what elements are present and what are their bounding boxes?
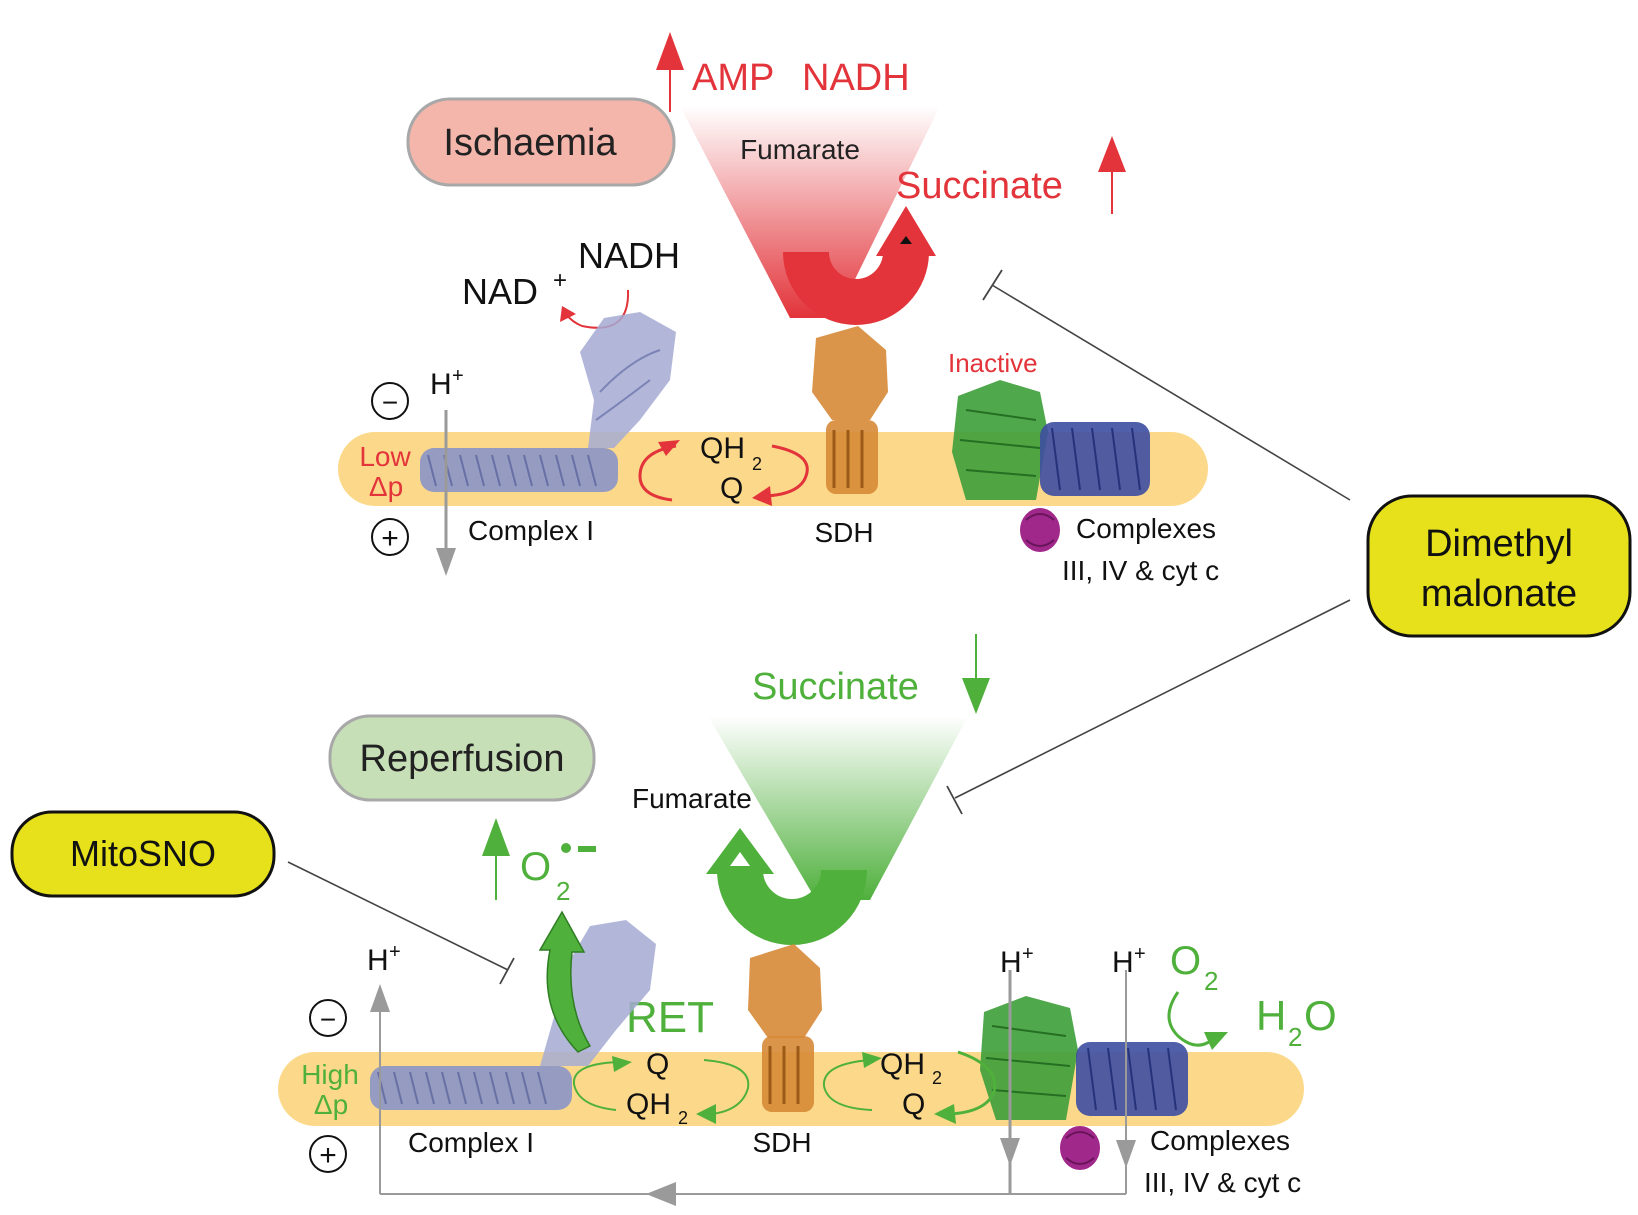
q-label-bottom-left: Q (646, 1048, 669, 1081)
proton-flow-arrowhead-top (436, 548, 456, 576)
oxygen-sub: 2 (1204, 966, 1218, 996)
qh2-label-bottom-left: QH (626, 1088, 671, 1121)
qh2-sub-top: 2 (752, 454, 762, 474)
svg-text:+: + (319, 1139, 337, 1172)
positive-side-symbol-top: + (371, 518, 409, 556)
proton-label-bottom-left: H (367, 944, 389, 977)
reperfusion-badge: Reperfusion (328, 714, 596, 802)
fumarate-funnel-red (680, 106, 940, 318)
fumarate-u-arrow-green (706, 828, 867, 945)
complex-i-label-top: Complex I (468, 515, 594, 546)
superoxide-increase-arrow (482, 818, 510, 900)
qh2-label-bottom-right: QH (880, 1048, 925, 1081)
svg-text:+: + (381, 522, 399, 555)
proton-sup-bottom-left: + (389, 941, 401, 963)
fumarate-label-bottom: Fumarate (632, 783, 752, 814)
q-label-top: Q (720, 472, 743, 505)
proton-circuit-bottom (370, 970, 1136, 1206)
proton-sup-top: + (452, 365, 464, 387)
sdh-label-bottom: SDH (752, 1127, 811, 1158)
proton-label-top: H (430, 368, 452, 401)
sdh-label-top: SDH (814, 517, 873, 548)
complexes-sub-label-top: III, IV & cyt c (1062, 555, 1219, 586)
succinate-funnel-green (708, 716, 968, 900)
water-sub: 2 (1288, 1022, 1302, 1052)
svg-text:−: − (320, 1004, 336, 1035)
complex-i-label-bottom: Complex I (408, 1127, 534, 1158)
negative-side-symbol-bottom: − (309, 999, 347, 1037)
superoxide-o-label: O (520, 845, 551, 889)
nadh-label: NADH (578, 235, 680, 276)
svg-text:−: − (382, 387, 398, 418)
nadh-increase-label: NADH (802, 57, 910, 99)
superoxide-sub: 2 (556, 876, 570, 906)
proton-label-bottom-right: H (1112, 946, 1134, 979)
dimethyl-label: Dimethyl (1425, 523, 1573, 565)
dimethyl-malonate-badge: Dimethyl malonate (1366, 494, 1632, 638)
q-cycle-arrows-bottom-left (572, 1056, 750, 1124)
cytc-structure-bottom (1060, 1126, 1100, 1170)
high-dp-label: Δp (314, 1089, 348, 1120)
complexes-label-bottom: Complexes (1150, 1125, 1290, 1156)
low-label: Low (359, 441, 411, 472)
proton-sup-bottom-mid: + (1022, 943, 1034, 965)
ischaemia-label: Ischaemia (443, 122, 617, 164)
complexes-sub-label-bottom: III, IV & cyt c (1144, 1167, 1301, 1198)
reperfusion-label: Reperfusion (360, 738, 565, 780)
amp-label: AMP (692, 57, 774, 99)
succinate-u-arrow-red (783, 206, 936, 325)
qh2-sub-bottom-right: 2 (932, 1068, 942, 1088)
succinate-label-bottom: Succinate (752, 666, 919, 708)
proton-sup-bottom-right: + (1134, 943, 1146, 965)
fumarate-label-top: Fumarate (740, 134, 860, 165)
succinate-decrease-arrow (962, 634, 990, 714)
q-cycle-arrows-top (638, 440, 809, 506)
complex-i-structure-top (420, 312, 676, 492)
dimethyl-malonate-inhibition-top (982, 269, 1351, 501)
sdh-structure-top (812, 326, 888, 494)
qh2-sub-bottom-left: 2 (678, 1108, 688, 1128)
negative-side-symbol-top: − (371, 382, 409, 420)
oxygen-label: O (1170, 939, 1201, 983)
cytc-structure-top (1020, 508, 1060, 552)
nadh-oxidation-arrow (560, 289, 630, 329)
q-label-bottom-right: Q (902, 1088, 925, 1121)
complex-iii-iv-structure-top (952, 380, 1150, 500)
nad-superscript: + (553, 267, 567, 294)
water-o-label: O (1304, 992, 1337, 1039)
ret-arrow (538, 910, 592, 1053)
complex-iii-iv-structure-bottom (980, 996, 1188, 1120)
ret-label: RET (626, 993, 714, 1042)
mitosno-badge: MitoSNO (10, 810, 276, 898)
proton-label-bottom-mid: H (1000, 946, 1022, 979)
mitosno-label: MitoSNO (70, 833, 216, 874)
q-cycle-arrows-bottom-right (822, 1050, 997, 1124)
succinate-label-top: Succinate (896, 165, 1063, 207)
complexes-label-top: Complexes (1076, 513, 1216, 544)
inactive-label: Inactive (948, 348, 1038, 378)
malonate-label: malonate (1421, 573, 1577, 615)
mitosno-inhibition-line (287, 861, 515, 985)
positive-side-symbol-bottom: + (309, 1135, 347, 1173)
sdh-structure-bottom (748, 944, 822, 1112)
water-h-label: H (1256, 992, 1286, 1039)
amp-increase-arrow (656, 32, 684, 112)
oxygen-reduction-arrow (1167, 991, 1228, 1050)
qh2-label-top: QH (700, 432, 745, 465)
low-dp-label: Δp (369, 471, 403, 502)
succinate-increase-arrow (1098, 136, 1126, 214)
anion-dash (578, 846, 596, 852)
nad-label: NAD (462, 271, 538, 312)
dimethyl-malonate-inhibition-bottom (946, 599, 1351, 815)
high-label: High (301, 1059, 359, 1090)
radical-dot (561, 843, 571, 853)
ischaemia-badge: Ischaemia (406, 97, 676, 187)
